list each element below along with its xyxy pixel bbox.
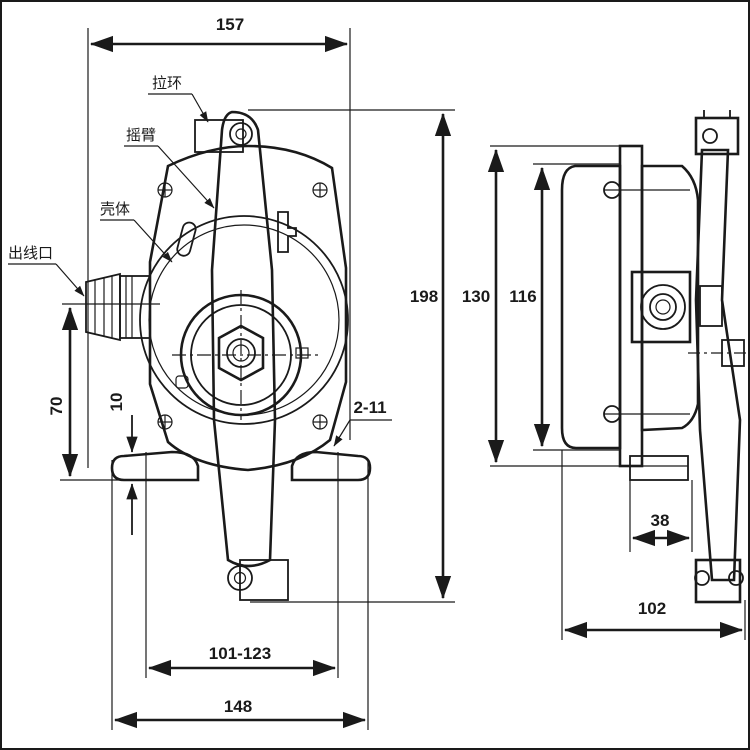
cable-gland [85, 272, 151, 342]
side-dimension-lines [487, 145, 746, 640]
dim-2-11: 2-11 [353, 398, 386, 417]
side-boss [640, 284, 686, 330]
foot-right [290, 450, 372, 482]
dim-10: 10 [107, 393, 126, 412]
dim-102: 102 [638, 599, 666, 618]
label-cable-outlet: 出线口 [8, 244, 53, 262]
dim-101-123: 101-123 [209, 644, 271, 663]
dim-157: 157 [216, 15, 244, 34]
side-body [560, 164, 622, 450]
housing-slot [176, 221, 197, 257]
dim-116: 116 [509, 287, 536, 306]
corner-screws [157, 182, 328, 430]
hex-nut [217, 324, 265, 382]
label-housing: 壳体 [100, 200, 130, 218]
front-dimension-lines [60, 28, 455, 730]
side-view [560, 110, 750, 604]
housing-inner-ring [139, 215, 349, 425]
label-rocker-arm: 摇臂 [126, 126, 156, 144]
foot-left [110, 450, 200, 482]
label-leaders [8, 93, 215, 297]
front-view [62, 110, 372, 601]
label-pull-ring: 拉环 [152, 74, 182, 92]
dim-38: 38 [651, 511, 670, 530]
bottom-ring [239, 559, 289, 601]
housing-inner-ring-2 [148, 224, 340, 416]
housing-key [277, 211, 297, 253]
dim-148: 148 [224, 697, 252, 716]
dim-198: 198 [410, 287, 438, 306]
housing-outline [148, 144, 348, 472]
dim-130: 130 [462, 287, 490, 306]
side-lever [694, 148, 742, 582]
dim-70: 70 [47, 397, 66, 416]
pull-ring [194, 119, 244, 153]
